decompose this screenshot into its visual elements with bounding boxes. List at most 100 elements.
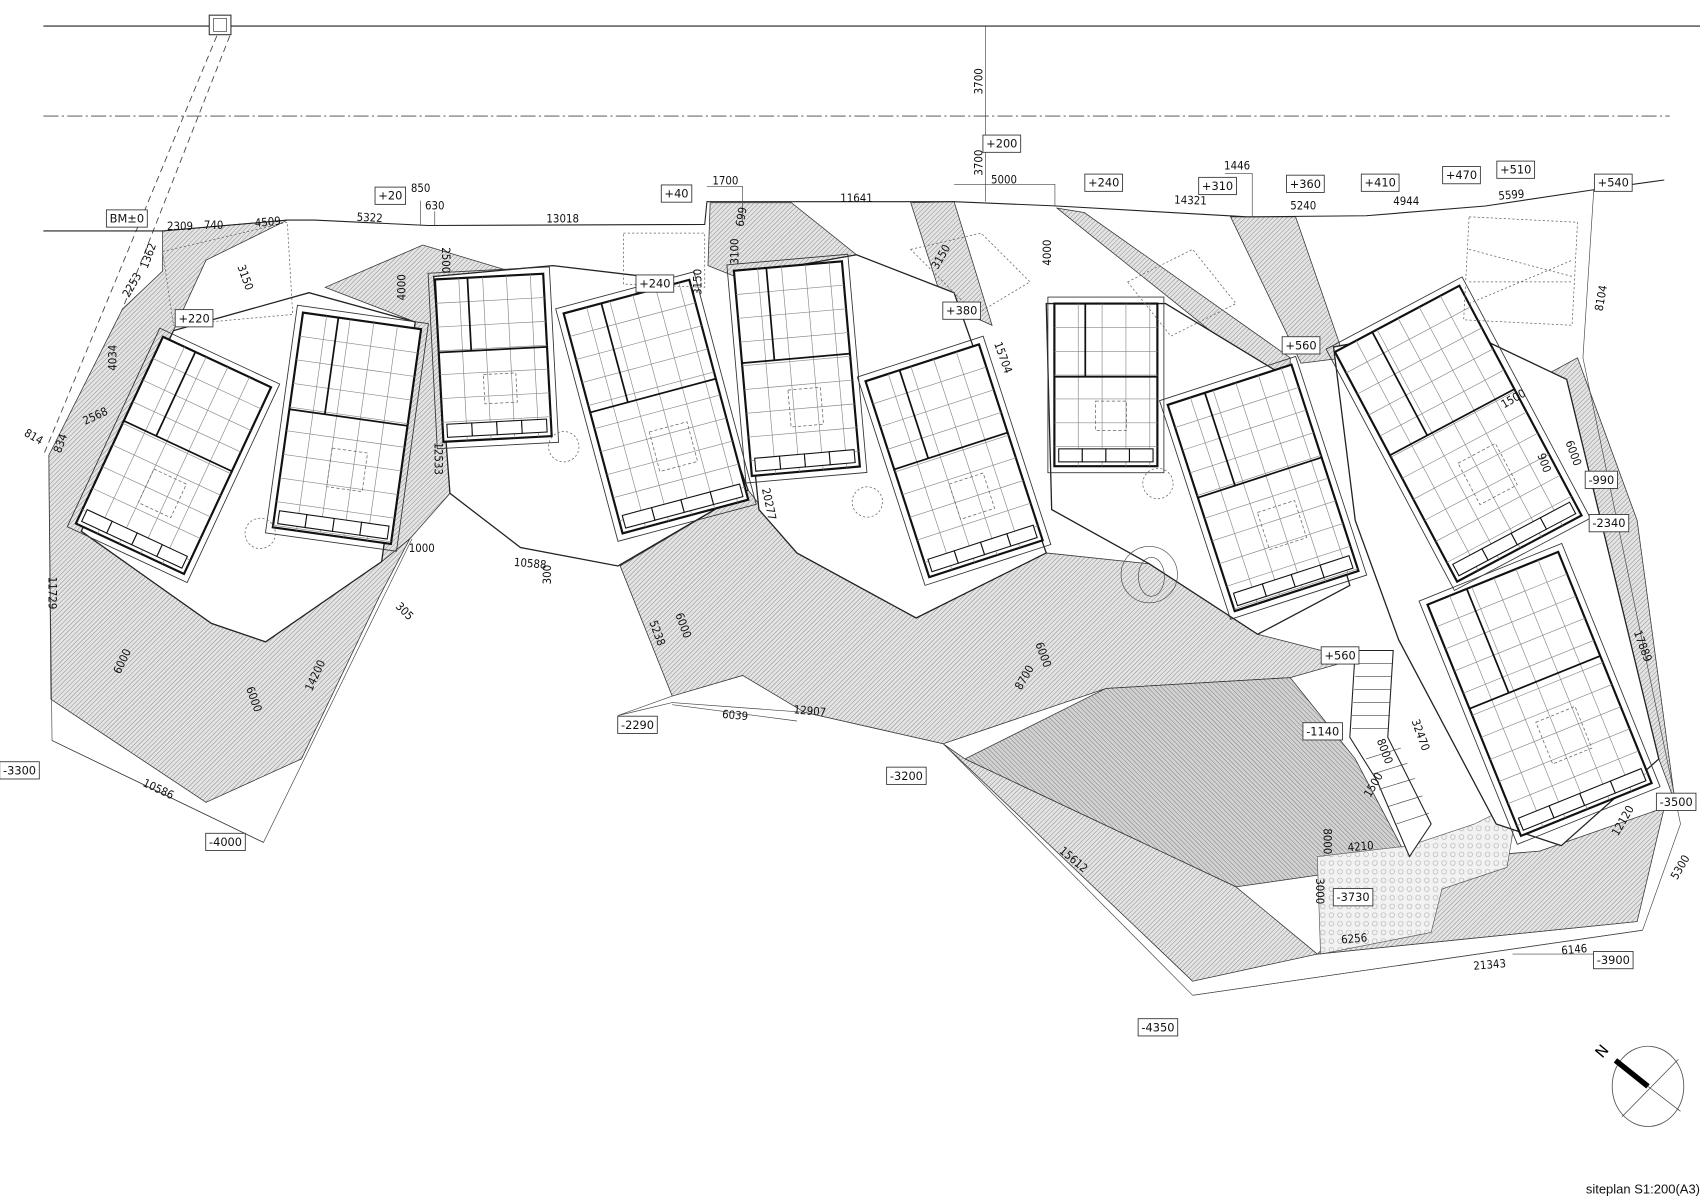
interior-wall (155, 351, 197, 437)
dimension-label: 3700 (972, 150, 986, 176)
dimension-label: 32470 (1409, 717, 1433, 752)
level-marker: +240 (635, 274, 675, 293)
table-outline (948, 472, 996, 520)
dimension-label: 12533 (432, 442, 446, 475)
floor-grid-line (1493, 577, 1588, 810)
level-marker: +380 (942, 301, 981, 320)
floor-grid-line (569, 302, 696, 337)
dimension-label: 8104 (1592, 284, 1610, 312)
north-pointer-icon (1613, 1058, 1650, 1089)
floor-grid-line (746, 403, 855, 414)
dimension-label: 699 (733, 206, 750, 228)
floor-grid-line (1445, 595, 1577, 650)
building-outline (433, 272, 553, 443)
level-label: -3200 (890, 769, 923, 783)
floor-grid-line (632, 294, 693, 515)
floor-grid-line (1345, 306, 1471, 374)
floor-grid-line (1436, 573, 1568, 628)
floor-grid-line (276, 501, 395, 519)
level-label: -3300 (3, 763, 36, 777)
floor-grid-line (506, 275, 516, 439)
kitchen-counter (1539, 501, 1577, 530)
floor-grid-line (1357, 327, 1482, 395)
floor-grid-line (600, 417, 727, 453)
building-unit (66, 327, 281, 584)
level-marker: -4000 (205, 832, 246, 851)
kitchen-counter (520, 418, 548, 434)
floor-grid-line (909, 480, 1024, 518)
floor-grid-line (437, 321, 546, 328)
level-label: +40 (665, 187, 689, 201)
floor-grid-line (1376, 329, 1500, 560)
level-marker: +470 (1442, 166, 1481, 185)
building-unit (1418, 542, 1661, 845)
floor-grid-line (742, 356, 851, 367)
floor-grid-line (1413, 432, 1538, 500)
dimension-label: 3100 (728, 239, 742, 265)
floor-grid-line (1355, 340, 1479, 571)
floor-grid-line (292, 383, 412, 401)
floor-grid-line (1368, 348, 1494, 416)
floor-grid-line (436, 297, 545, 304)
floor-grid-line (828, 262, 848, 468)
level-label: -2340 (1592, 516, 1625, 530)
floor-grid-line (458, 278, 468, 441)
dimension-label: 3150 (234, 263, 256, 292)
kitchen-counter (496, 419, 523, 436)
floor-grid-line (1219, 523, 1344, 564)
building-eave-line (66, 327, 281, 584)
dimension-label: 10586 (141, 776, 176, 802)
level-marker: +510 (1496, 160, 1536, 179)
floor-grid-line (1472, 662, 1603, 716)
floor-grid-line (1235, 382, 1304, 590)
floor-grid-line (588, 371, 715, 406)
floor-grid-line (1439, 295, 1563, 526)
floor-grid-line (442, 416, 551, 423)
kitchen-counter (1105, 448, 1131, 463)
level-marker: +560 (1320, 646, 1360, 665)
floor-grid-line (1212, 390, 1281, 597)
floor-grid-line (586, 307, 646, 528)
level-label: +380 (946, 304, 977, 318)
floor-grid-line (1424, 453, 1550, 521)
floor-grid-line (140, 366, 229, 554)
interior-wall (123, 420, 233, 473)
building-outline (562, 278, 750, 535)
floor-grid-line (1418, 306, 1542, 538)
level-marker: BM±0 (105, 209, 148, 228)
building-eave-line (1047, 296, 1165, 474)
dimension-label: 1000 (409, 541, 435, 555)
level-marker: +20 (374, 186, 407, 205)
floor-grid-line (757, 268, 776, 474)
level-marker: +240 (1084, 173, 1124, 192)
building-eave-line (1325, 276, 1591, 592)
level-label: +240 (639, 277, 670, 291)
building-eave-line (555, 271, 757, 542)
table-outline (326, 447, 368, 493)
building-eave-line (264, 304, 429, 552)
dimension-label: 740 (204, 218, 224, 232)
floor-grid-line (735, 284, 845, 295)
floor-grid-line (655, 288, 716, 509)
dimension-label: 4000 (395, 274, 409, 300)
floor-grid-line (894, 434, 1009, 473)
dimension-label: 2309 (167, 219, 193, 233)
floor-grid-line (296, 315, 327, 531)
building-unit (1158, 355, 1368, 620)
floor-grid-line (1233, 568, 1358, 610)
floor-grid-line (279, 477, 398, 495)
kitchen-counter (1609, 767, 1647, 794)
level-label: +360 (1290, 177, 1321, 191)
dimension-label: 6146 (1561, 941, 1588, 957)
dimension-label: 8000 (1321, 828, 1335, 854)
interior-wall (323, 317, 340, 415)
floor-grid-line (748, 427, 857, 438)
floor-grid-line (286, 430, 405, 448)
floor-grid-line (1397, 318, 1521, 549)
floor-grid-line (744, 379, 853, 390)
floor-grid-line (118, 356, 207, 544)
kitchen-counter (1319, 555, 1354, 579)
floor-grid-line (678, 282, 739, 503)
north-label: N (1592, 1041, 1613, 1061)
level-marker: +310 (1198, 176, 1237, 196)
